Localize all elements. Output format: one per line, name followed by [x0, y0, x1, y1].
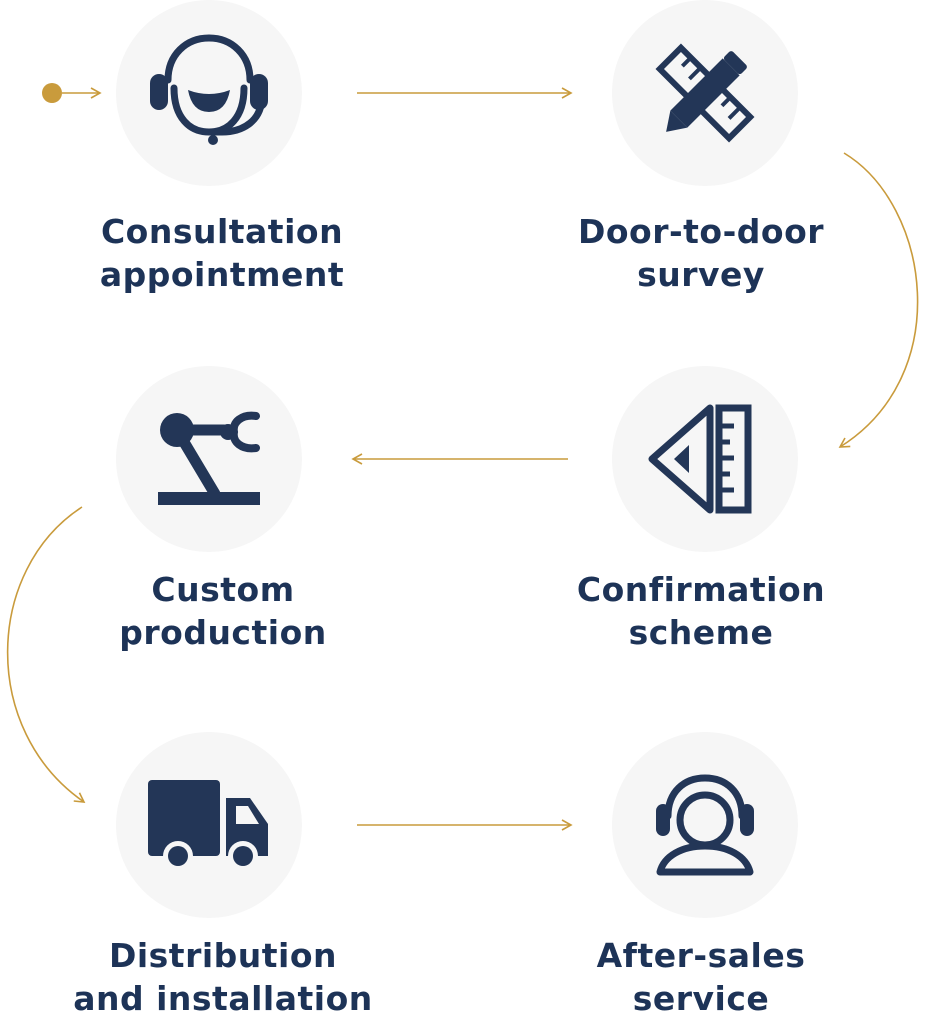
triangle-ruler-icon	[648, 404, 752, 514]
step-survey-label: Door-to-door survey	[577, 212, 825, 294]
step-survey-circle	[612, 0, 798, 186]
step-consultation-circle	[116, 0, 302, 186]
start-dot	[42, 83, 62, 103]
headset-smile-icon	[150, 34, 268, 145]
step-confirmation-label: Confirmation scheme	[576, 570, 826, 652]
step-consultation-label: Consultation appointment	[99, 212, 345, 294]
ruler-pencil-icon	[655, 43, 755, 143]
step-distribution-circle	[116, 732, 302, 918]
step-confirmation-circle	[612, 366, 798, 552]
headphones-person-icon	[656, 774, 754, 876]
step-production-label: Custom production	[119, 570, 327, 652]
arrow-step2-to-step3	[838, 152, 919, 448]
step-aftersales-label: After-sales service	[596, 936, 806, 1018]
robot-arm-icon	[158, 411, 260, 505]
step-distribution-label: Distribution and installation	[73, 936, 373, 1018]
arrow-step4-to-step5	[6, 506, 86, 803]
step-production-circle	[116, 366, 302, 552]
step-aftersales-circle	[612, 732, 798, 918]
truck-icon	[148, 780, 268, 871]
